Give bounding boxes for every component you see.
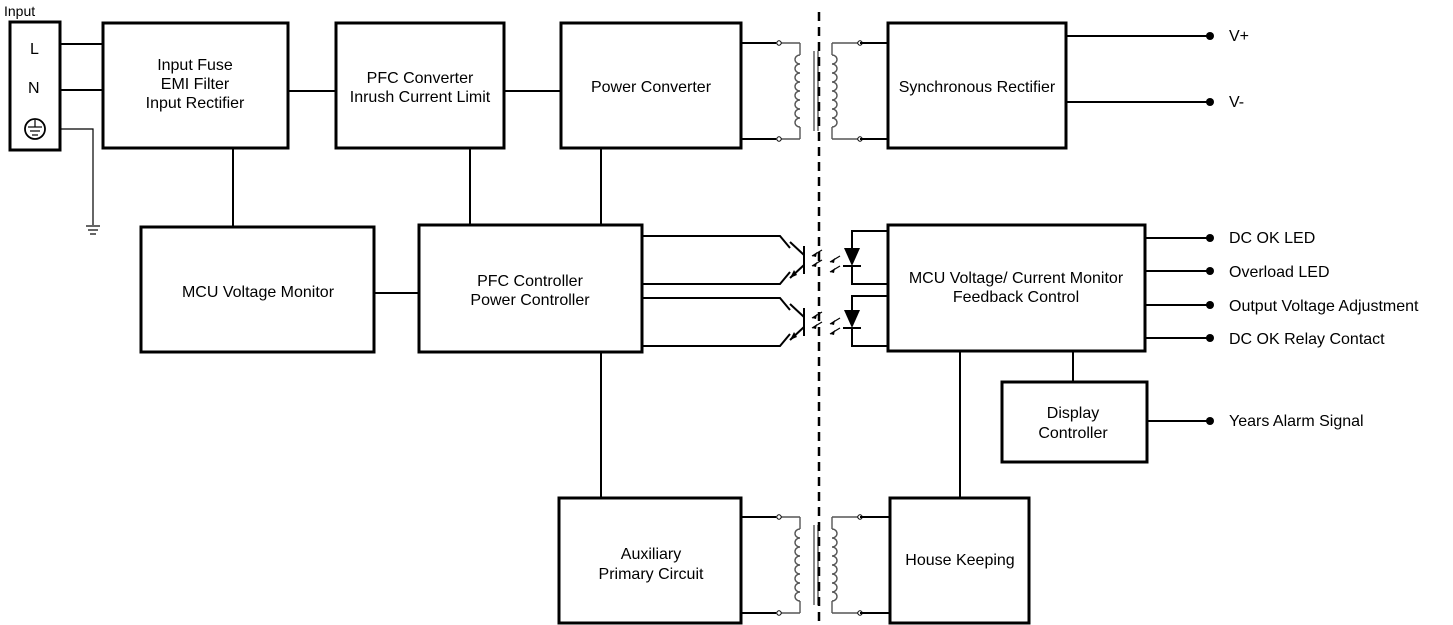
dc-ok-led-label: DC OK LED: [1229, 230, 1315, 247]
optocoupler-2-icon: [642, 295, 888, 347]
protective-earth-icon: [24, 118, 46, 140]
synchronous-rectifier-label: Synchronous Rectifier: [899, 79, 1056, 96]
power-converter-block: Power Converter: [559, 21, 743, 150]
terminal-l-label: L: [30, 41, 39, 58]
input-filter-block: Input Fuse EMI Filter Input Rectifier: [101, 21, 290, 150]
mcu-feedback-block: MCU Voltage/ Current Monitor Feedback Co…: [886, 223, 1147, 353]
input-fuse-label: Input Fuse: [157, 57, 233, 74]
v-minus-label: V-: [1229, 94, 1244, 111]
v-plus-label: V+: [1229, 28, 1249, 45]
mcu-voltage-monitor-label: MCU Voltage Monitor: [182, 284, 335, 301]
emi-filter-label: EMI Filter: [161, 76, 230, 93]
input-terminal-block: [8, 20, 62, 152]
display-label: Display: [1047, 405, 1099, 422]
inrush-current-label: Inrush Current Limit: [350, 89, 491, 106]
pfc-controller-label: PFC Controller: [477, 273, 583, 290]
pfc-converter-block: PFC Converter Inrush Current Limit: [334, 21, 506, 150]
synchronous-rectifier-block: Synchronous Rectifier: [886, 21, 1068, 150]
pfc-controller-block: PFC Controller Power Controller: [417, 223, 644, 354]
dc-ok-relay-label: DC OK Relay Contact: [1229, 331, 1385, 348]
auxiliary-label: Auxiliary: [621, 546, 681, 563]
primary-circuit-label: Primary Circuit: [599, 566, 704, 583]
house-keeping-label: House Keeping: [905, 552, 1014, 569]
pfc-converter-label: PFC Converter: [367, 70, 474, 87]
feedback-control-label: Feedback Control: [953, 289, 1079, 306]
ground-icon: [86, 225, 100, 235]
optocoupler-1-icon: [642, 230, 888, 285]
mcu-voltage-monitor-block: MCU Voltage Monitor: [139, 225, 376, 354]
controller-label: Controller: [1038, 425, 1108, 442]
house-keeping-block: House Keeping: [888, 496, 1031, 625]
input-title: Input: [4, 3, 35, 19]
auxiliary-primary-block: Auxiliary Primary Circuit: [557, 496, 743, 625]
terminal-n-label: N: [28, 80, 40, 97]
power-controller-label: Power Controller: [470, 292, 590, 309]
mcu-current-monitor-label: MCU Voltage/ Current Monitor: [909, 270, 1124, 287]
overload-led-label: Overload LED: [1229, 264, 1330, 281]
output-voltage-adjustment-label: Output Voltage Adjustment: [1229, 298, 1419, 315]
input-rectifier-label: Input Rectifier: [146, 95, 245, 112]
years-alarm-label: Years Alarm Signal: [1229, 413, 1364, 430]
power-converter-label: Power Converter: [591, 79, 712, 96]
display-controller-block: Display Controller: [1000, 380, 1149, 464]
